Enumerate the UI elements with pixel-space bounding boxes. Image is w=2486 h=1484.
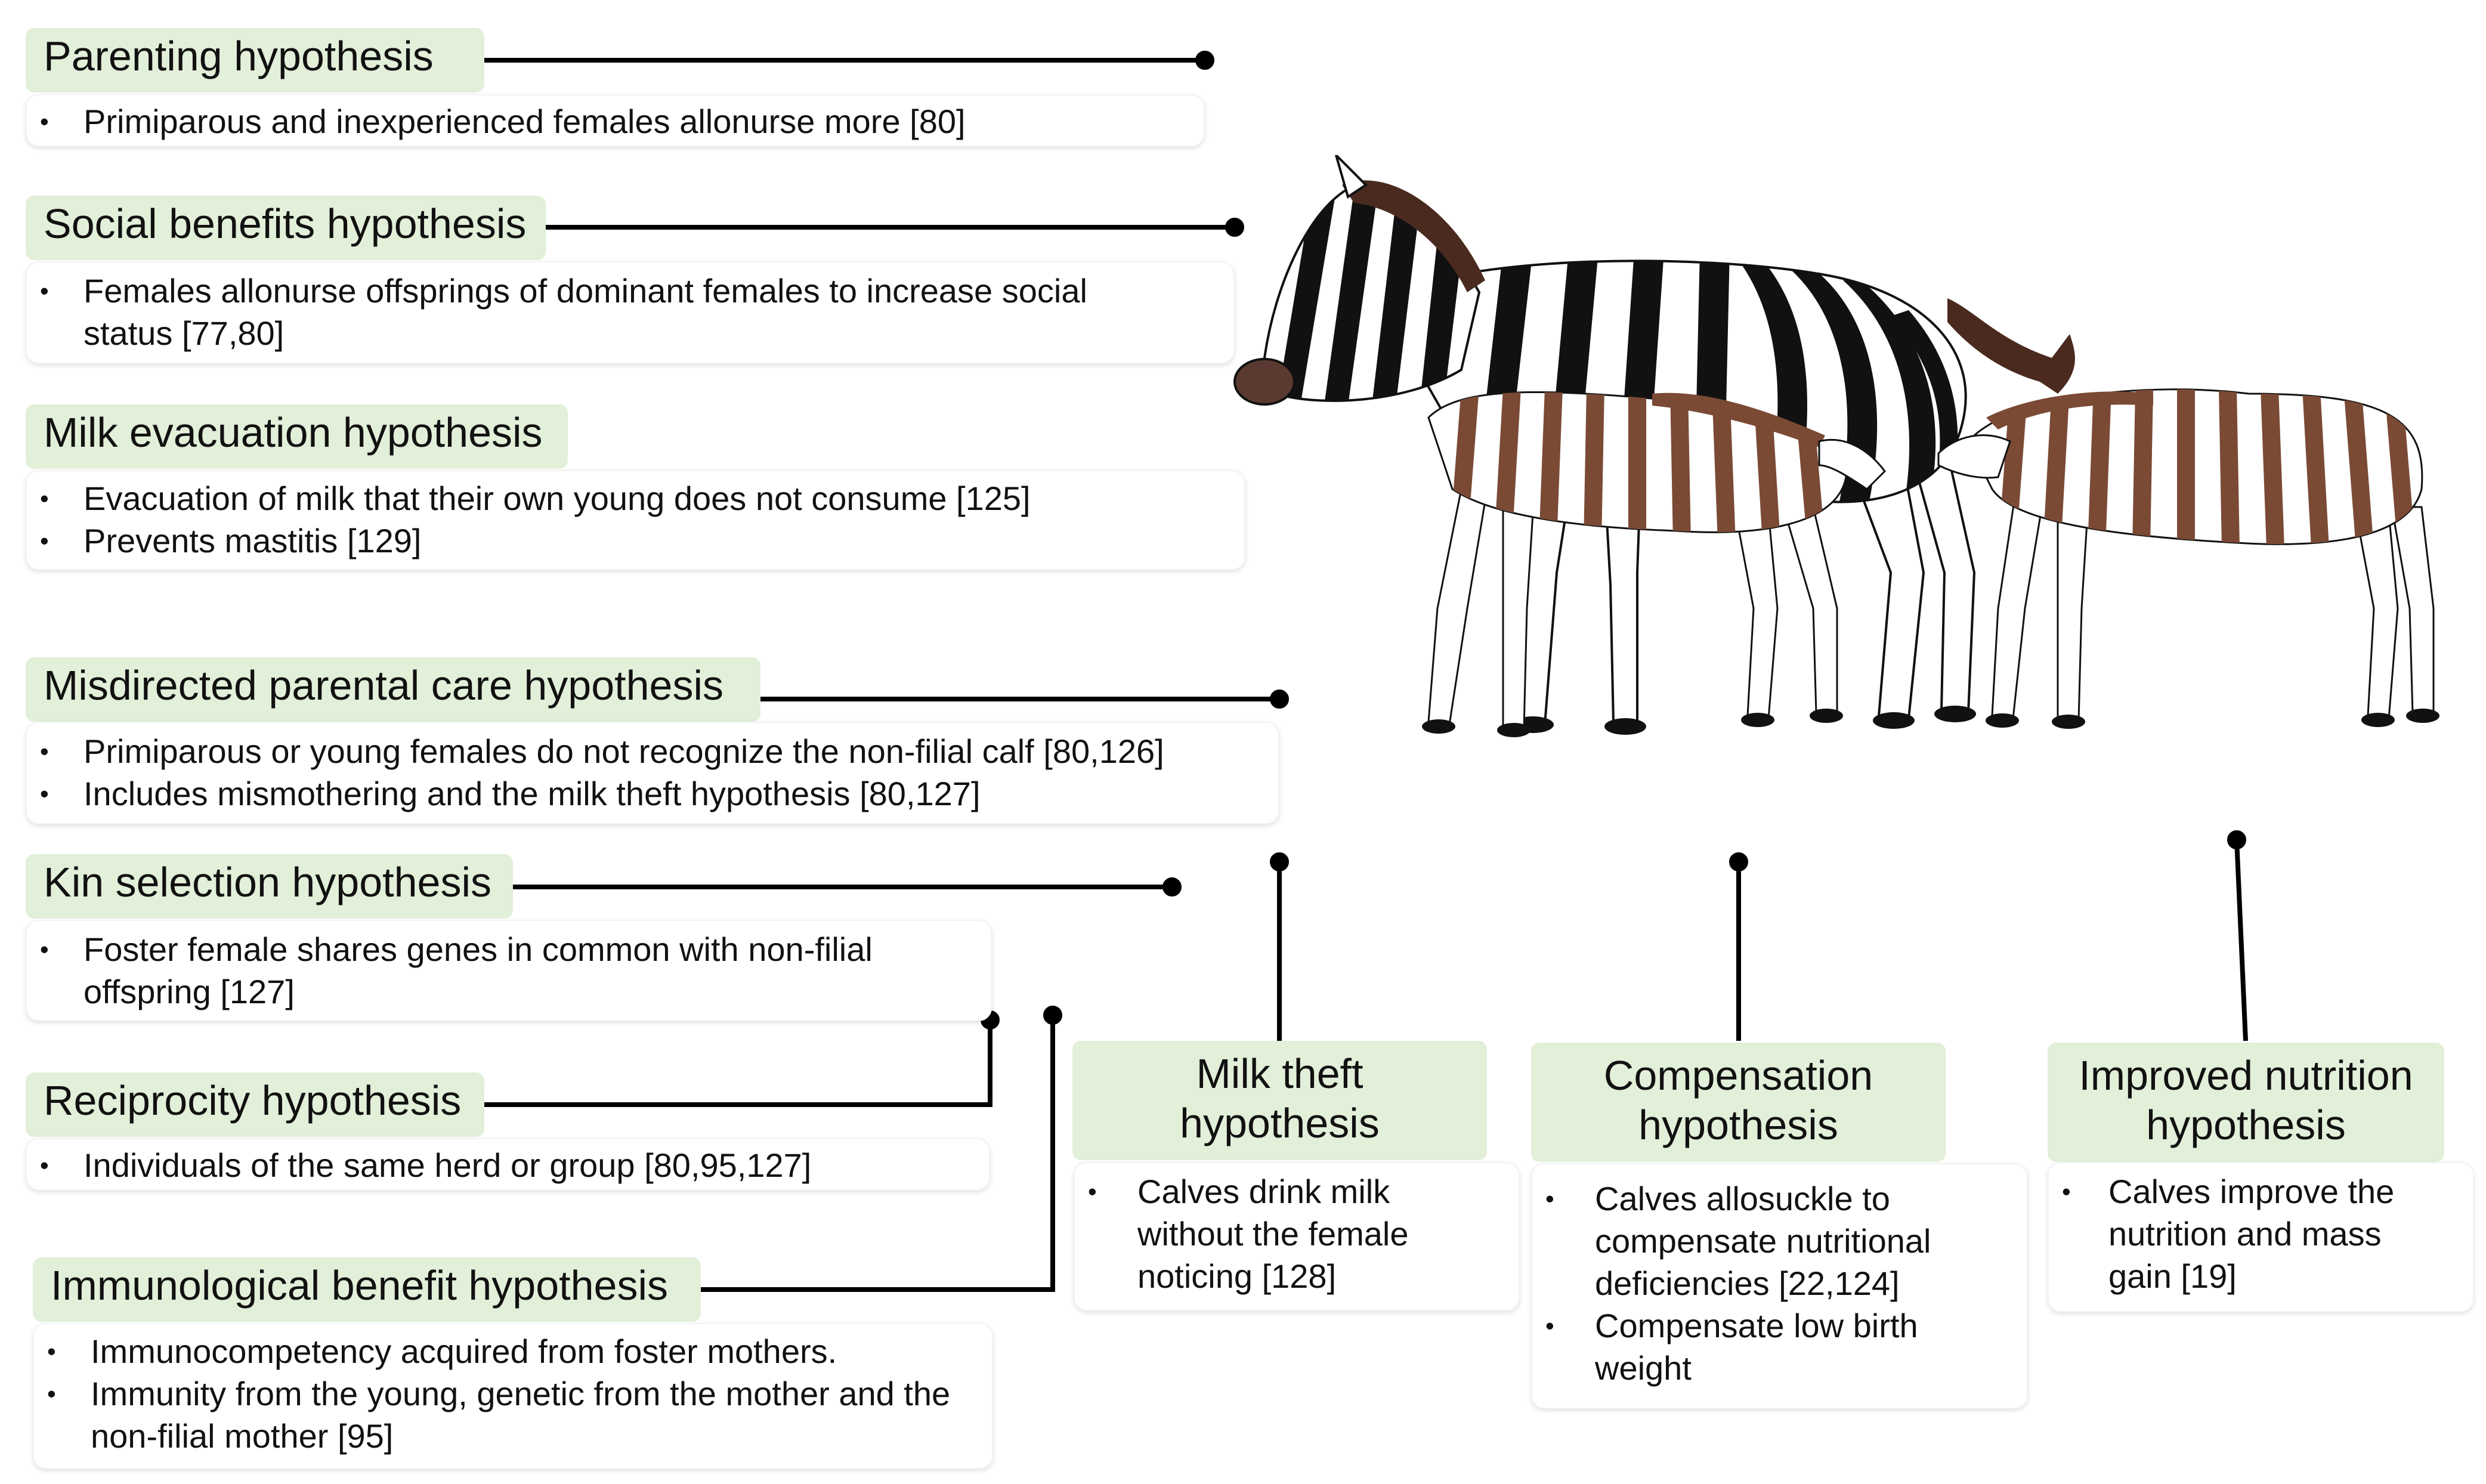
bullet-milk-evac-2: Prevents mastitis [129] (27, 520, 1244, 562)
bullet-misdirected-1: Primiparous or young females do not reco… (27, 730, 1278, 772)
title-milk-theft: Milk theft hypothesis (1072, 1041, 1487, 1160)
connector-dot-kin (1162, 877, 1182, 896)
bullet-immuno-1: Immunocompetency acquired from foster mo… (34, 1330, 992, 1372)
title-kin: Kin selection hypothesis (26, 854, 513, 919)
connector-dot-milk-theft (1270, 852, 1289, 871)
connector-immuno (701, 1015, 1055, 1292)
card-reciprocity: Individuals of the same herd or group [8… (26, 1138, 990, 1191)
foal-a-head (1818, 438, 1886, 490)
bullet-social-1: Females allonurse offsprings of dominant… (27, 270, 1233, 354)
bullet-compensation-1: Calves allosuckle to compensate nutritio… (1532, 1177, 2027, 1304)
card-kin: Foster female shares genes in common wit… (26, 920, 992, 1021)
title-immuno: Immunological benefit hypothesis (33, 1257, 701, 1322)
card-misdirected: Primiparous or young females do not reco… (26, 722, 1279, 824)
bullet-milk-theft-1: Calves drink milk without the female not… (1075, 1170, 1519, 1297)
bullet-reciprocity-1: Individuals of the same herd or group [8… (27, 1144, 989, 1186)
foal-a-mane (1652, 392, 1825, 447)
connector-dot-immuno (1043, 1006, 1062, 1025)
connector-dot-social (1225, 218, 1244, 237)
connector-nutrition (2234, 839, 2248, 1041)
mare-tail (1947, 298, 2075, 394)
bullet-kin-1: Foster female shares genes in common wit… (27, 928, 991, 1013)
connector-dot-nutrition (2227, 830, 2246, 849)
card-milk-evac: Evacuation of milk that their own young … (26, 470, 1245, 570)
foal-b-head (1937, 434, 2011, 479)
card-milk-theft: Calves drink milk without the female not… (1074, 1162, 1520, 1311)
zebra-mare-and-foals-illustration (1233, 155, 2439, 737)
card-parenting: Primiparous and inexperienced females al… (26, 94, 1205, 147)
title-social: Social benefits hypothesis (26, 196, 546, 260)
connector-dot-misdirected (1270, 690, 1289, 709)
title-misdirected: Misdirected parental care hypothesis (26, 657, 760, 722)
connector-dot-compensation (1729, 852, 1748, 871)
bullet-milk-evac-1: Evacuation of milk that their own young … (27, 477, 1244, 520)
mare-ear (1334, 155, 1368, 199)
title-reciprocity: Reciprocity hypothesis (26, 1072, 484, 1137)
foal-b-mane (1986, 391, 2153, 429)
mare-mane (1342, 180, 1485, 292)
card-immuno: Immunocompetency acquired from foster mo… (33, 1323, 993, 1469)
title-milk-evac: Milk evacuation hypothesis (26, 404, 568, 469)
connector-reciprocity (484, 1020, 992, 1107)
title-parenting: Parenting hypothesis (26, 28, 484, 92)
bullet-compensation-2: Compensate low birth weight (1532, 1304, 2027, 1389)
card-social: Females allonurse offsprings of dominant… (26, 261, 1235, 364)
bullet-nutrition-1: Calves improve the nutrition and mass ga… (2049, 1170, 2473, 1297)
bullet-immuno-2: Immunity from the young, genetic from th… (34, 1372, 992, 1457)
mare-eye (1307, 269, 1318, 280)
mare-muzzle (1233, 358, 1295, 406)
bullet-misdirected-2: Includes mismothering and the milk theft… (27, 772, 1278, 815)
connector-dot-parenting (1195, 51, 1214, 70)
card-compensation: Calves allosuckle to compensate nutritio… (1531, 1163, 2028, 1409)
title-compensation: Compensation hypothesis (1531, 1043, 1946, 1162)
title-nutrition: Improved nutrition hypothesis (2048, 1043, 2444, 1162)
foal-b (1991, 487, 2435, 722)
card-nutrition: Calves improve the nutrition and mass ga… (2048, 1162, 2474, 1312)
bullet-parenting-1: Primiparous and inexperienced females al… (27, 100, 1204, 143)
